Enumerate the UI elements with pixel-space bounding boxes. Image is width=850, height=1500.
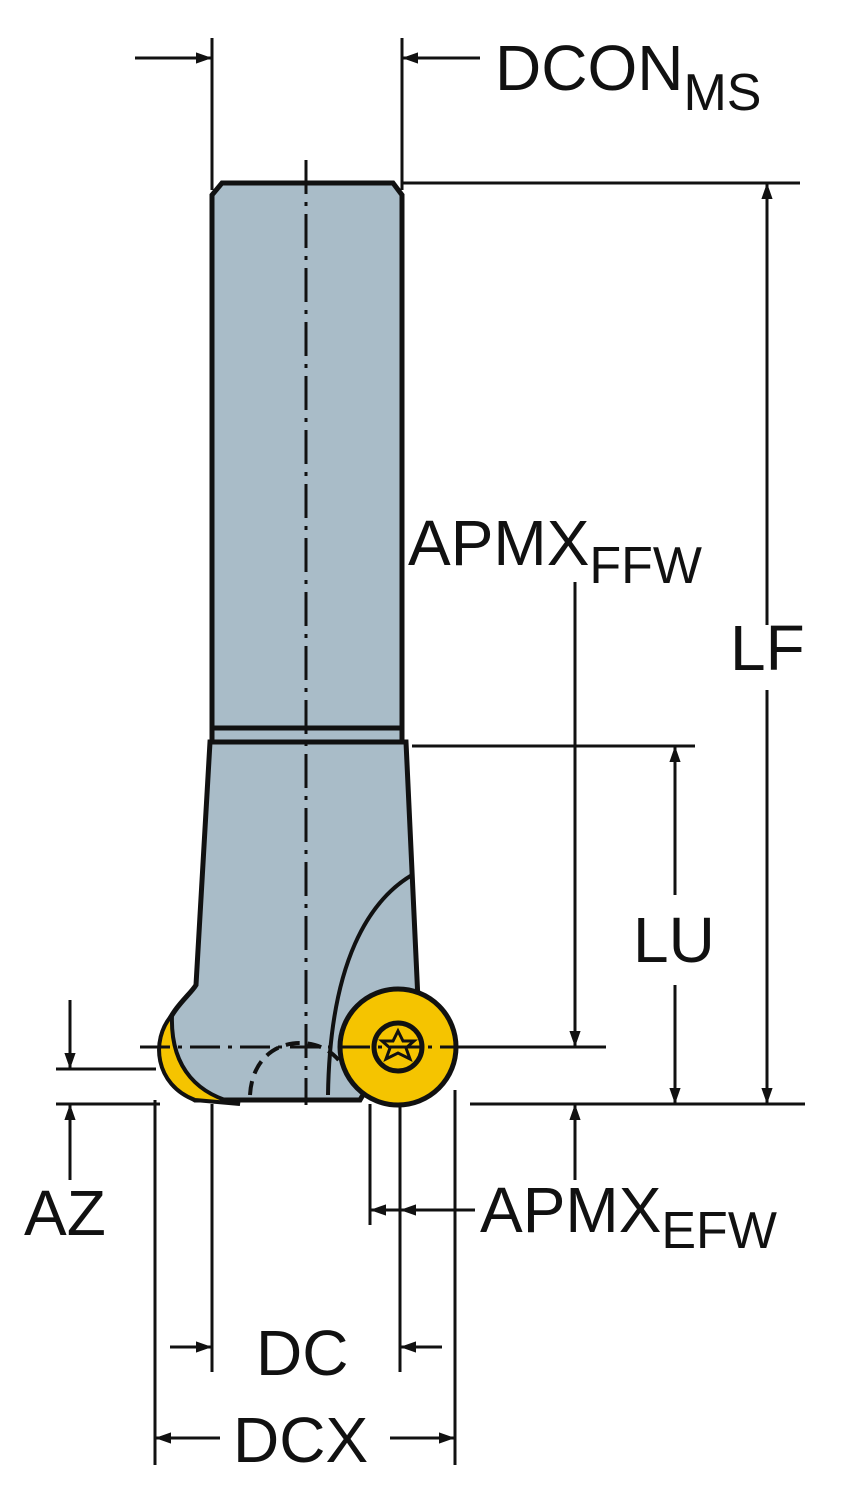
dc-label: DC: [256, 1317, 348, 1389]
dcx-label: DCX: [233, 1404, 368, 1476]
hidden-insert-outline: [248, 1040, 347, 1096]
apmx-efw-label: APMXEFW: [480, 1174, 777, 1260]
extension-lines: [56, 38, 805, 1465]
dcon-label: DCONMS: [495, 32, 761, 122]
lu-label: LU: [633, 904, 715, 976]
apmx-ffw-label: APMXFFW: [408, 507, 702, 595]
torx-recess: [378, 1027, 418, 1063]
dimension-arrows: [64, 52, 773, 1444]
tool-body: [159, 180, 421, 1103]
rear-insert: [157, 1009, 241, 1106]
az-label: AZ: [24, 1177, 106, 1249]
lf-label: LF: [730, 612, 805, 684]
